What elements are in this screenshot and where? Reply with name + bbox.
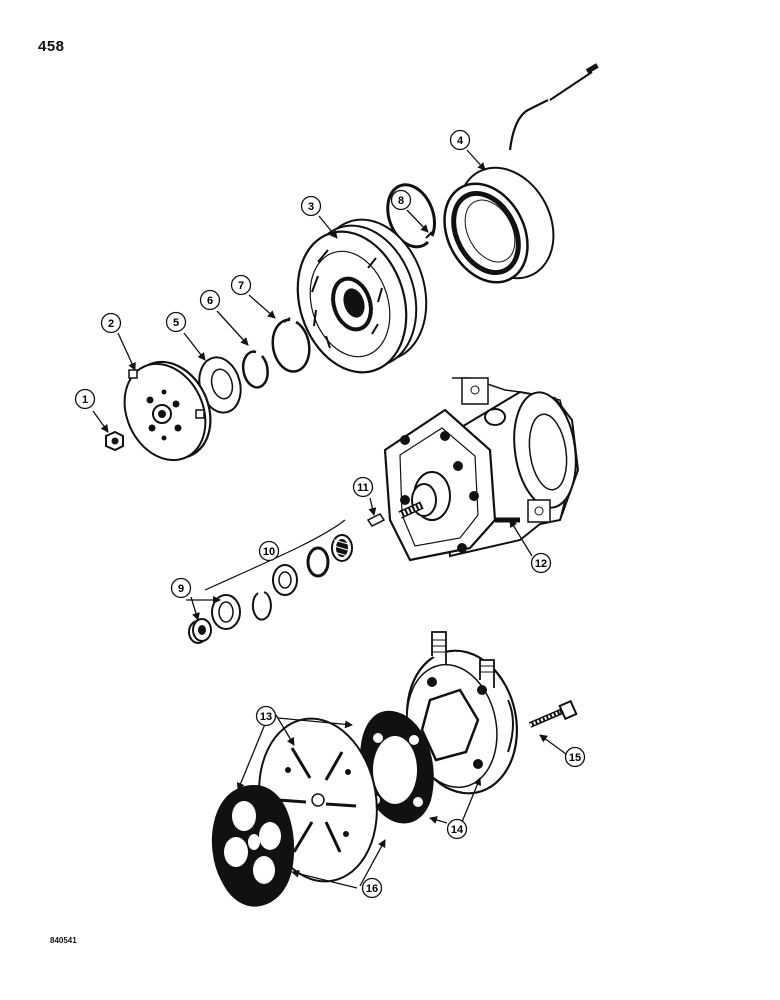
callout-9: 9	[170, 577, 192, 599]
callout-11: 11	[352, 476, 374, 498]
callout-8-label: 8	[398, 195, 404, 207]
callout-7: 7	[230, 274, 252, 296]
shaft-key	[366, 513, 386, 527]
callout-5: 5	[165, 311, 187, 333]
gasket-front	[211, 784, 295, 907]
callout-12-label: 12	[535, 558, 547, 570]
hex-nut	[105, 430, 124, 452]
callout-10: 10	[258, 540, 280, 562]
snap-ring-8	[386, 183, 436, 249]
callout-10-label: 10	[263, 546, 275, 558]
compressor-body	[383, 377, 580, 562]
shaft-seal-kit	[204, 519, 353, 630]
callout-11-label: 11	[357, 482, 369, 494]
callout-13: 13	[255, 705, 277, 727]
through-bolt	[528, 699, 578, 728]
callout-7-label: 7	[238, 280, 244, 292]
callout-16-label: 16	[366, 883, 378, 895]
callout-15-label: 15	[569, 752, 581, 764]
callout-9-label: 9	[178, 583, 184, 595]
callout-8: 8	[390, 189, 412, 211]
leader-lines	[92, 149, 567, 889]
pulley	[296, 218, 428, 374]
gasket-rear	[360, 710, 434, 824]
callout-15: 15	[564, 746, 586, 768]
callout-3-label: 3	[308, 201, 314, 213]
seal-seat	[188, 618, 212, 644]
callout-14: 14	[446, 818, 468, 840]
callout-12: 12	[530, 552, 552, 574]
snap-ring-6	[241, 350, 269, 389]
shim-5	[198, 356, 242, 414]
snap-ring-7	[271, 317, 311, 373]
callout-2-label: 2	[108, 318, 114, 330]
callout-13-label: 13	[260, 711, 272, 723]
figure-code: 840541	[50, 936, 77, 945]
callout-14-label: 14	[451, 824, 464, 836]
clutch-plate	[123, 360, 212, 462]
callout-6-label: 6	[207, 295, 213, 307]
page-number: 458	[38, 38, 65, 55]
callout-4: 4	[449, 129, 471, 151]
callout-3: 3	[300, 195, 322, 217]
callout-1: 1	[74, 388, 96, 410]
callout-4-label: 4	[457, 135, 464, 147]
callout-16: 16	[361, 877, 383, 899]
callout-5-label: 5	[173, 317, 179, 329]
callout-2: 2	[100, 312, 122, 334]
callout-6: 6	[199, 289, 221, 311]
field-coil	[443, 63, 599, 284]
callout-1-label: 1	[82, 394, 88, 406]
